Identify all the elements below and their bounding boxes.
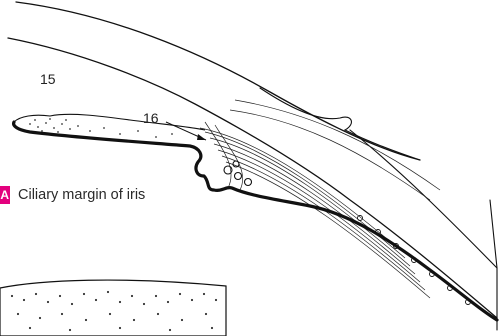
- caption-text: Ciliary margin of iris: [18, 187, 145, 203]
- iris-anterior-surface: [14, 114, 205, 130]
- fibre-line: [205, 122, 231, 188]
- ciliary-process-loop: [235, 173, 242, 180]
- lens-stipple: [11, 291, 217, 331]
- sclera-lower-edge: [350, 130, 497, 268]
- fibre-line: [235, 100, 440, 190]
- fibre-line: [218, 150, 420, 282]
- sclera-outer-contour: [260, 88, 420, 160]
- iris-posterior-pigment-layer: [14, 122, 497, 320]
- arrowhead: [197, 134, 206, 140]
- fibre-line: [226, 162, 430, 298]
- figure-caption: A Ciliary margin of iris: [0, 186, 145, 204]
- ciliary-process-loop: [245, 179, 252, 186]
- callout-16-leader: [166, 122, 206, 140]
- callout-label-16: 16: [143, 111, 159, 125]
- fibre-line: [210, 138, 410, 266]
- fibre-line: [214, 144, 415, 274]
- cornea-inner-edge: [8, 38, 497, 318]
- ciliary-process-loop: [233, 161, 239, 167]
- lens-capsule-outline: [0, 280, 226, 336]
- ciliary-muscle-fibres: [200, 100, 440, 298]
- lens-fragment: [0, 280, 226, 336]
- callout-label-15: 15: [40, 72, 56, 86]
- caption-badge: A: [0, 186, 10, 204]
- ciliary-processes: [224, 161, 252, 186]
